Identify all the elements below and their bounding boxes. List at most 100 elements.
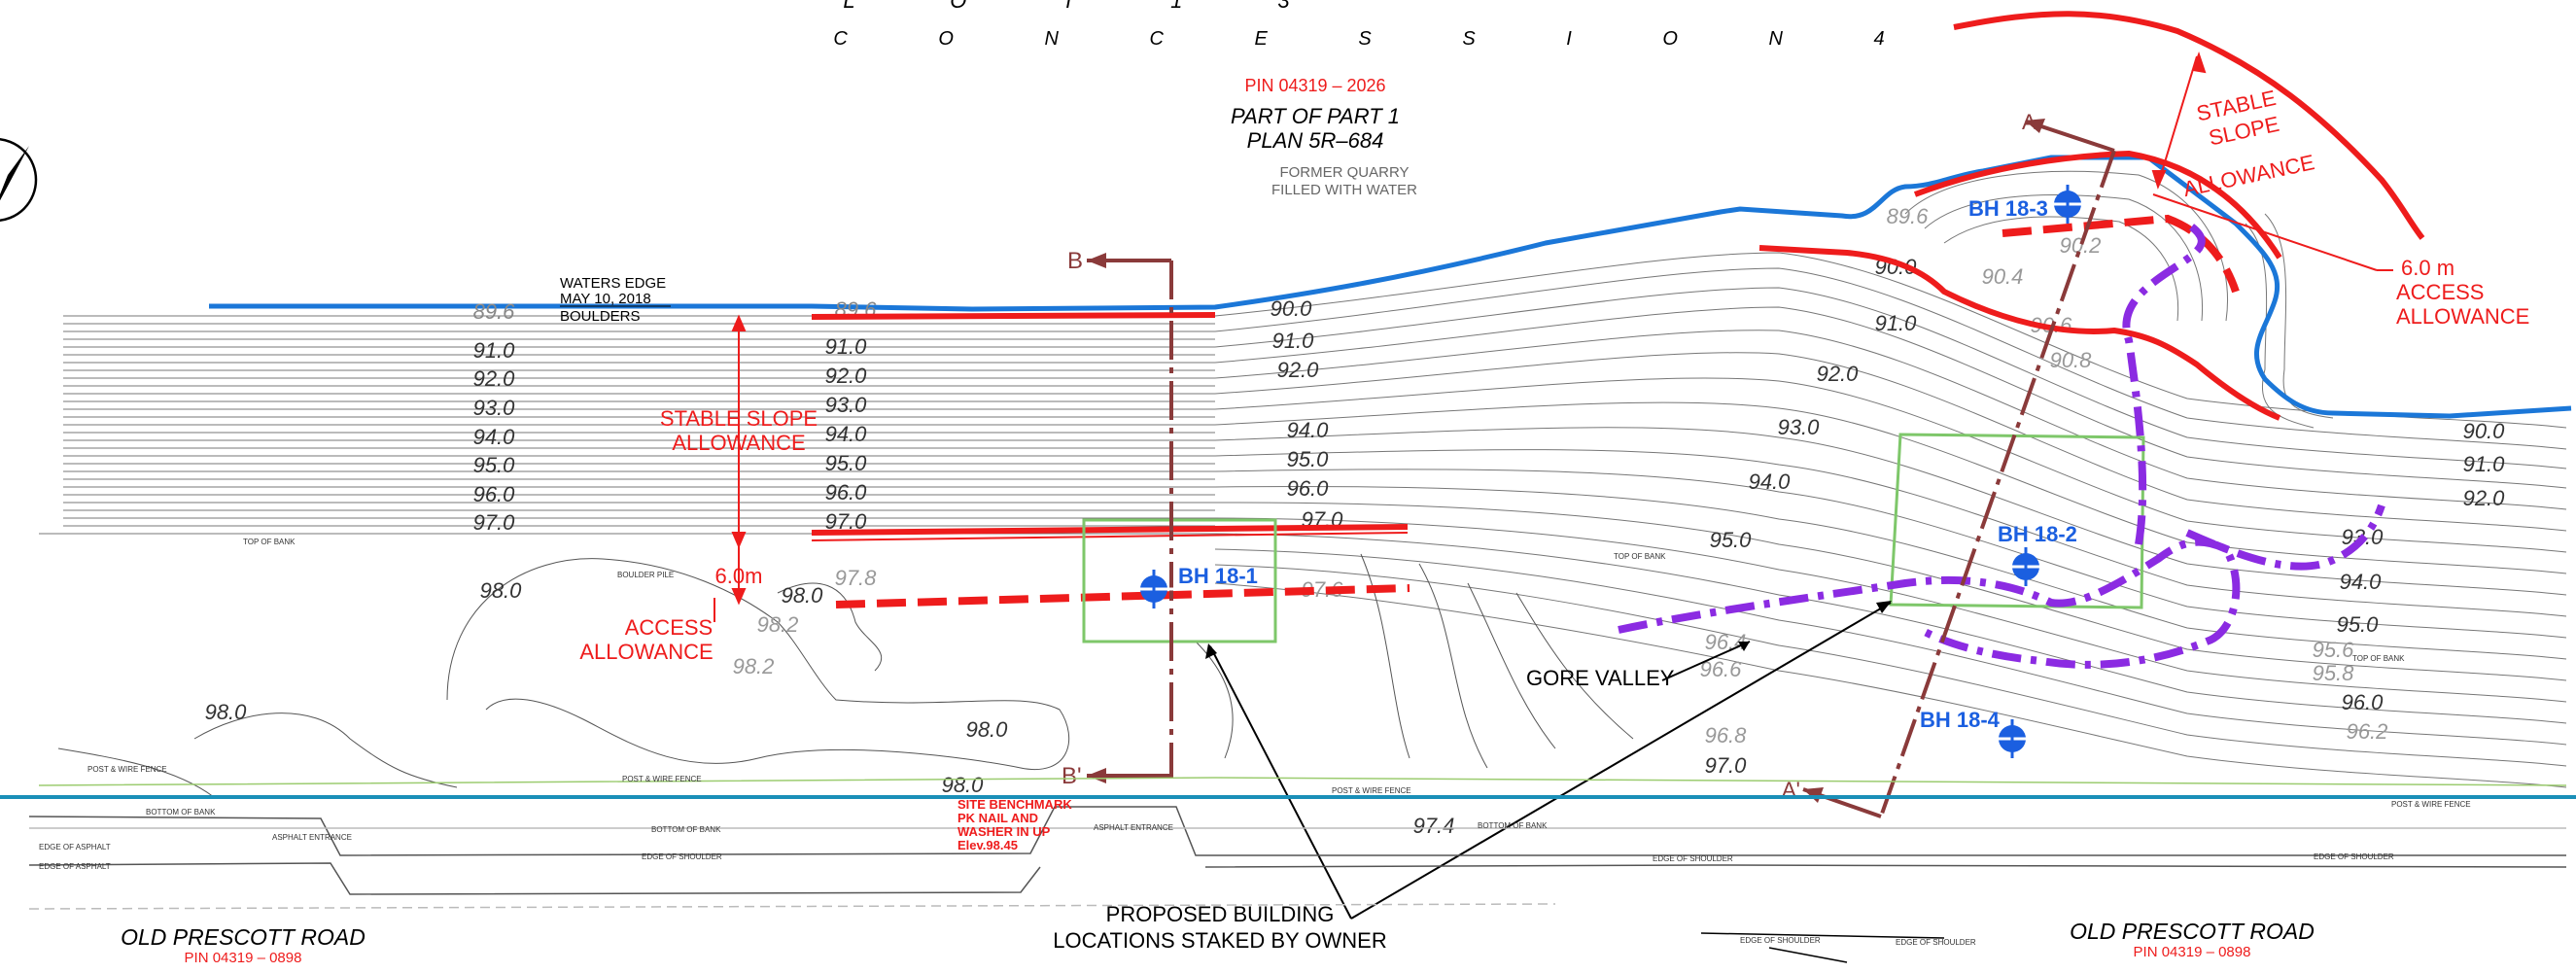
road-edge-lines — [28, 806, 2567, 963]
stable-slope-label: STABLE SLOPE — [660, 406, 818, 431]
contour-label: 92.0 — [825, 364, 868, 388]
borehole-bh18-2: BH 18-2 — [1998, 522, 2077, 586]
contour-label: 96.0 — [1287, 476, 1330, 501]
contour-label: 93.0 — [825, 393, 868, 417]
borehole-icon — [1993, 719, 2032, 758]
borehole-label: BH 18-3 — [1968, 196, 2048, 221]
spot-label: 96.8 — [1705, 723, 1748, 747]
spot-label: 98.2 — [733, 654, 775, 678]
road-pin-right: PIN 04319 – 0898 — [2134, 944, 2251, 960]
waters-edge-note: WATERS EDGE MAY 10, 2018 BOULDERS — [560, 275, 666, 325]
lower-contours — [57, 553, 1634, 798]
spot-label: 95.0 — [1710, 528, 1753, 552]
six-m-right-label: 6.0 m — [2401, 256, 2454, 280]
spot-label: 90.4 — [1982, 264, 2024, 289]
borehole-label: BH 18-1 — [1178, 564, 1258, 588]
spot-label: 98.2 — [757, 612, 799, 637]
small-feature-labels: POST & WIRE FENCE POST & WIRE FENCE POST… — [39, 538, 2471, 947]
contour-label: 94.0 — [825, 422, 868, 446]
contour-label: 95.0 — [825, 451, 868, 475]
benchmark-text: PK NAIL AND — [957, 811, 1038, 825]
road-feature-label: BOULDER PILE — [617, 571, 674, 579]
spot-label: 94.0 — [1749, 469, 1792, 494]
section-a-arrow-icon — [2025, 119, 2045, 133]
contour-label: 91.0 — [473, 338, 516, 363]
contour-lines-left — [39, 315, 1215, 535]
proposed-building-label: LOCATIONS STAKED BY OWNER — [1053, 928, 1387, 953]
contour-label: 96.0 — [825, 480, 868, 504]
spot-label: 98.0 — [942, 773, 985, 797]
stable-slope-label: ALLOWANCE — [672, 431, 805, 455]
proposed-building-2 — [1889, 433, 2145, 609]
road-feature-label: TOP OF BANK — [2352, 654, 2405, 663]
road-feature-label: BOTTOM OF BANK — [1478, 821, 1548, 830]
contour-label: 94.0 — [473, 425, 516, 449]
borehole-icon — [1134, 570, 1173, 608]
contour-label: 91.0 — [825, 334, 868, 359]
road-feature-label: EDGE OF ASPHALT — [39, 862, 111, 871]
proposed-building-leaders — [1209, 602, 1892, 920]
benchmark-text: Elev.98.45 — [957, 838, 1018, 852]
proposed-building-label: PROPOSED BUILDING — [1106, 902, 1335, 926]
contour-label: 92.0 — [473, 366, 516, 391]
contour-label: 89.6 — [473, 299, 516, 324]
road-feature-label: EDGE OF ASPHALT — [39, 843, 111, 851]
contour-label: 90.0 — [1271, 296, 1313, 321]
road-name-left: OLD PRESCOTT ROAD — [121, 924, 366, 950]
borehole-bh18-1: BH 18-1 — [1134, 564, 1258, 608]
contour-label: 96.0 — [2342, 690, 2385, 714]
benchmark-text: WASHER IN UP — [957, 824, 1051, 839]
stable-slope-dimension-arrow — [731, 314, 747, 606]
spot-label: 97.8 — [835, 566, 878, 590]
waters-edge-text: WATERS EDGE — [560, 275, 666, 292]
road-feature-label: ASPHALT ENTRANCE — [1094, 823, 1173, 832]
road-feature-label: BOTTOM OF BANK — [146, 808, 216, 817]
spot-label: 91.0 — [1875, 311, 1918, 335]
fence-label: POST & WIRE FENCE — [1332, 786, 1411, 795]
road-feature-label: EDGE OF SHOULDER — [1653, 854, 1733, 863]
borehole-label: BH 18-2 — [1998, 522, 2077, 546]
road-feature-label: EDGE OF SHOULDER — [1740, 936, 1821, 945]
borehole-label: BH 18-4 — [1920, 708, 2001, 732]
road-pin-left: PIN 04319 – 0898 — [185, 950, 302, 966]
proposed-building-1 — [1082, 518, 1277, 643]
contour-label: 92.0 — [1277, 358, 1320, 382]
access-label: ACCESS — [625, 615, 713, 640]
part-line-2: PLAN 5R–684 — [1247, 128, 1384, 153]
road-feature-label: ASPHALT ENTRANCE — [272, 833, 352, 842]
contour-label: 95.0 — [1287, 447, 1330, 471]
access-right-label: ALLOWANCE — [2396, 304, 2529, 329]
access-allowance-lines — [835, 214, 2240, 608]
stable-label-right: ALLOWANCE — [2181, 150, 2317, 201]
waters-edge-text: MAY 10, 2018 — [560, 291, 651, 307]
contour-label: 92.0 — [2463, 486, 2506, 510]
spot-label: 98.0 — [782, 583, 824, 608]
spot-label: 95.6 — [2313, 638, 2355, 662]
contour-label: 94.0 — [1287, 418, 1330, 442]
road-feature-label: EDGE OF SHOULDER — [2314, 852, 2394, 861]
access-right-label: ACCESS — [2396, 280, 2484, 304]
road-feature-label: TOP OF BANK — [1614, 552, 1666, 561]
leader-arrow-icon — [1205, 643, 1217, 659]
fence-label: POST & WIRE FENCE — [2391, 800, 2471, 809]
spot-label: 96.2 — [2347, 719, 2388, 744]
gore-valley-arrow-icon — [1738, 642, 1750, 651]
leader-arrow-icon — [1876, 601, 1892, 613]
contour-label: 91.0 — [1272, 329, 1315, 353]
contour-lines-right — [1214, 252, 2567, 788]
benchmark-text: SITE BENCHMARK — [957, 797, 1072, 812]
waters-edge-line — [209, 155, 2572, 419]
site-benchmark-note: SITE BENCHMARK PK NAIL AND WASHER IN UP … — [957, 797, 1072, 852]
spot-label: 97.0 — [1705, 753, 1748, 778]
road-feature-label: EDGE OF SHOULDER — [642, 852, 722, 861]
section-b-prime-arrow-icon — [1087, 768, 1106, 783]
fence-label: POST & WIRE FENCE — [87, 765, 167, 774]
left-allowance-labels: STABLE SLOPE ALLOWANCE 6.0m ACCESS ALLOW… — [579, 406, 818, 664]
pin-top: PIN 04319 – 2026 — [1244, 76, 1385, 95]
road-name-right: OLD PRESCOTT ROAD — [2070, 919, 2315, 944]
contour-label: 96.0 — [473, 482, 516, 506]
spot-labels: 98.0 98.0 98.0 98.0 98.0 97.8 98.2 98.2 … — [205, 204, 2388, 838]
spot-label: 98.0 — [480, 578, 523, 603]
